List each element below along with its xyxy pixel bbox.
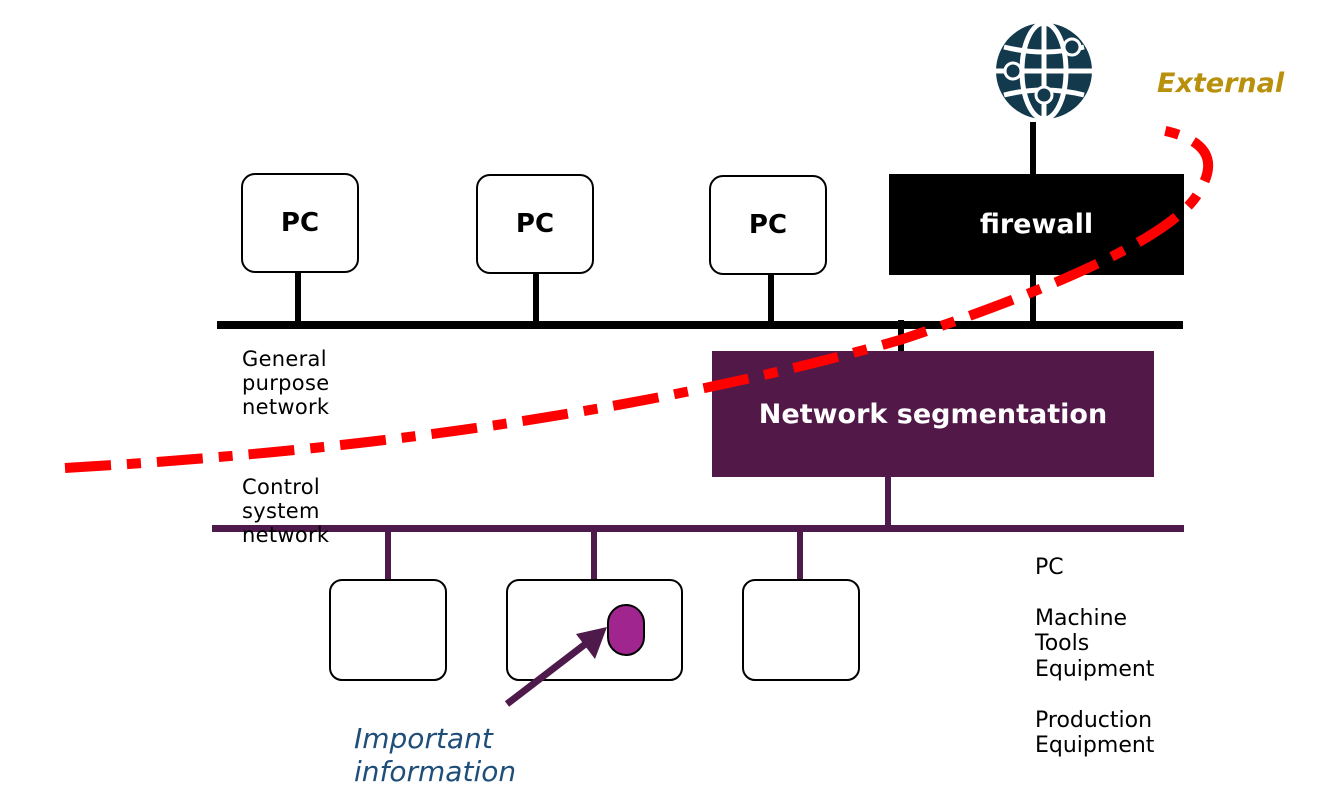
segmentation-control-connector [885, 476, 891, 527]
important-information-label: Important information [354, 722, 517, 788]
legend-item: PC [1035, 555, 1064, 580]
network-segmentation-box: Network segmentation [712, 351, 1154, 477]
legend-item: Machine Tools [1035, 606, 1128, 656]
control-device-node [329, 579, 447, 681]
control-network-label: Control system network [242, 475, 330, 547]
important-information-marker [607, 604, 645, 656]
pc-label: PC [515, 209, 555, 239]
pc-connector [533, 273, 539, 323]
firewall-label: firewall [979, 209, 1094, 240]
device-connector [797, 530, 803, 580]
control-system-network-bus [212, 525, 1184, 532]
firewall-box: firewall [889, 174, 1184, 275]
pc-connector [295, 273, 301, 323]
legend-item: Equipment [1035, 657, 1155, 682]
pc-node: PC [241, 173, 359, 273]
legend-item: Production Equipment [1035, 708, 1155, 758]
general-purpose-network-bus [217, 321, 1183, 329]
pc-connector [768, 273, 774, 323]
control-device-node [742, 579, 860, 681]
control-device-node [506, 579, 683, 681]
pc-node: PC [476, 174, 594, 274]
external-label: External [1157, 68, 1285, 99]
general-network-label: General purpose network [242, 347, 330, 419]
pc-node: PC [709, 175, 827, 275]
globe-connector [1030, 122, 1036, 176]
device-connector [591, 530, 597, 580]
firewall-bus-connector [1030, 273, 1036, 323]
segmentation-label: Network segmentation [758, 398, 1108, 430]
device-connector [385, 530, 391, 580]
pc-label: PC [280, 208, 320, 238]
globe-icon [996, 20, 1092, 122]
pc-label: PC [748, 210, 788, 240]
